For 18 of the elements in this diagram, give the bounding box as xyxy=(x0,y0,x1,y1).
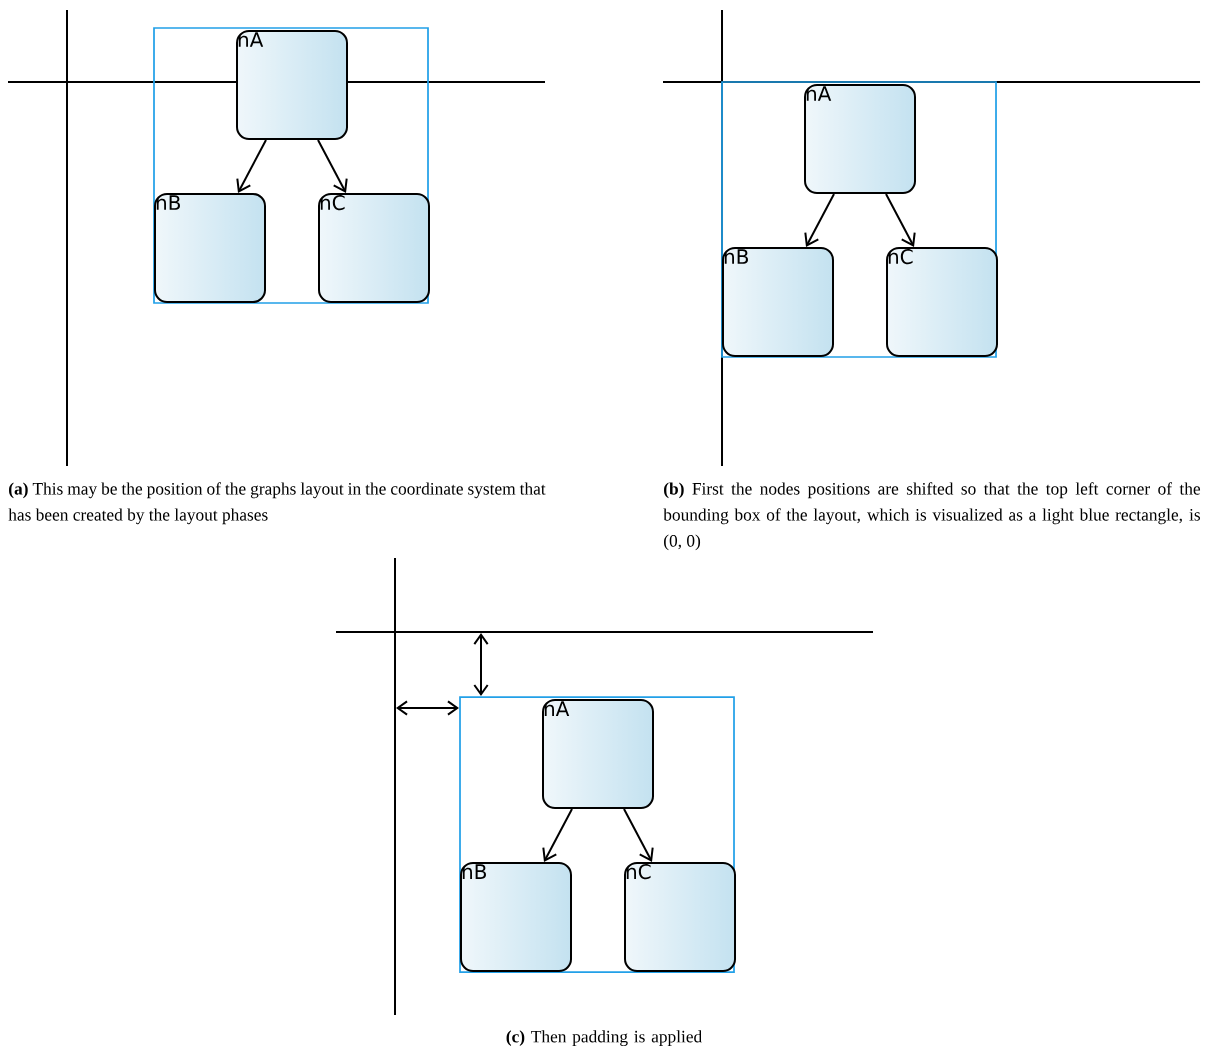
rounded-box: nB xyxy=(154,193,266,303)
caption: (c) Then padding is applied xyxy=(506,1030,702,1047)
rounded-box: nA xyxy=(804,84,916,194)
rounded-box: nC xyxy=(318,193,430,303)
rounded-box: nB xyxy=(460,862,572,972)
arrow xyxy=(542,808,573,862)
caption: (b) First the nodes positions are shifted so that the top left corner of the bounding box of the layout, which is visualized as a light blue rectangle, is (0, 0) xyxy=(663,482,1201,551)
arrow xyxy=(236,139,267,193)
arrow xyxy=(804,193,835,247)
rounded-box: nA xyxy=(542,699,654,809)
arrow xyxy=(623,808,654,862)
rounded-box: nC xyxy=(886,247,998,357)
arrow xyxy=(885,193,916,247)
rounded-box: nB xyxy=(722,247,834,357)
rounded-box: nC xyxy=(624,862,736,972)
arrow xyxy=(317,139,348,193)
caption: (a) This may be the position of the graphs layout in the coordinate system that has been created by the layout phases xyxy=(8,482,546,525)
rounded-box: nA xyxy=(236,30,348,140)
